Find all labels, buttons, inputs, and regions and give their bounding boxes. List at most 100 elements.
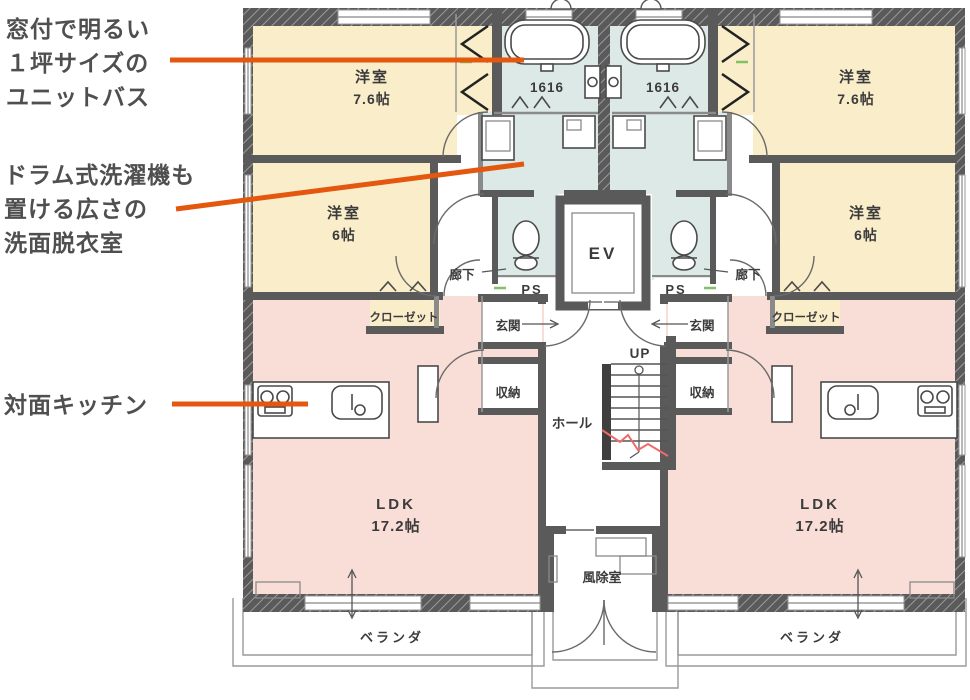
closet-door-left	[379, 280, 397, 292]
door-bedroom6-right	[773, 255, 815, 297]
room-bedroom76-right	[753, 14, 959, 159]
annotation-laundry-room: ドラム式洗濯機も 置ける広さの 洗面脱衣室	[4, 162, 196, 256]
entrance-left	[482, 296, 542, 348]
door-bedroom76-right	[721, 111, 768, 158]
door-arcs	[395, 111, 815, 653]
partition-left	[417, 365, 439, 423]
label-closet-right: クローゼット	[772, 310, 841, 324]
annotation-lines	[170, 57, 525, 407]
label-stairs-up: UP	[630, 346, 651, 361]
label-pipe-space-right: PS	[665, 282, 686, 297]
wall-left	[243, 8, 253, 612]
closet-fold-door-right	[721, 24, 751, 64]
door-ldk-right	[725, 349, 775, 399]
sink-right	[827, 385, 879, 420]
storage-right	[668, 360, 728, 412]
entrance-double-door-right	[603, 599, 657, 653]
closet-strip-left	[455, 14, 497, 115]
toilet-left	[512, 220, 540, 256]
label-ldk-left-size: 17.2帖	[371, 517, 420, 535]
label-entrance-left: 玄関	[495, 318, 520, 333]
entrance-double-door-left	[551, 599, 605, 653]
corridor-right	[728, 159, 773, 296]
wall-center-spine	[598, 8, 610, 200]
stairs	[601, 363, 669, 460]
toilet-right	[670, 220, 698, 256]
bath-counter-right	[605, 65, 622, 99]
label-ldk-left-name: LDK	[376, 496, 416, 513]
label-veranda-right: ベランダ	[780, 630, 844, 645]
bath-door-left	[511, 95, 529, 109]
porch-outer	[531, 610, 679, 689]
porch-inner	[552, 610, 658, 661]
washing-machine-right	[612, 115, 646, 149]
stair-break-line	[601, 429, 669, 457]
wall-right	[955, 8, 965, 612]
label-windbreak-room: 風除室	[582, 570, 621, 585]
label-bedroom76-right-name: 洋室	[839, 68, 873, 86]
label-bedroom6-right-name: 洋室	[849, 204, 883, 222]
veranda-right-outer	[665, 598, 967, 667]
veranda-left-outer	[232, 598, 545, 667]
annotation-unit-bath: 窓付で明るい １坪サイズの ユニットバス	[6, 16, 150, 110]
door-bedroom76-left	[442, 111, 489, 158]
bath-door-right	[659, 95, 677, 109]
label-ldk-right-size: 17.2帖	[795, 517, 844, 535]
entrance-right	[668, 296, 728, 348]
closet-strip-right	[713, 14, 755, 115]
door-ldk-left	[435, 349, 485, 399]
cabinet-left	[255, 581, 301, 599]
washbasin-right	[693, 115, 727, 161]
label-hall: ホール	[552, 416, 593, 431]
kitchen-counter-right	[820, 381, 958, 439]
bath-vent-left	[550, 0, 572, 10]
bath-vent-right	[640, 0, 662, 10]
label-entrance-right: 玄関	[689, 318, 714, 333]
closet-door-right	[783, 280, 801, 292]
room-bedroom76-left	[251, 14, 457, 159]
label-bedroom76-left-name: 洋室	[355, 68, 389, 86]
stair-start-mark	[634, 365, 644, 375]
label-bath-size-right: 1616	[646, 80, 680, 95]
room-labels: 洋室 7.6帖 洋室 7.6帖 1616 1616 洋室 6帖 洋室 6帖 廊下…	[327, 68, 883, 645]
door-entrance-right	[619, 299, 667, 347]
door-washroom-left	[433, 193, 485, 245]
label-closet-left: クローゼット	[370, 310, 439, 324]
label-storage-right: 収納	[689, 385, 714, 400]
washing-machine-left	[562, 115, 596, 149]
label-bedroom76-left-size: 7.6帖	[353, 91, 390, 107]
corridor-left	[437, 159, 482, 296]
label-bath-size-left: 1616	[530, 80, 564, 95]
shoe-box-1	[595, 537, 647, 557]
kitchen-counter-left	[252, 381, 390, 439]
veranda-outlines	[232, 598, 967, 689]
folding-door-marks	[379, 24, 831, 292]
annotation-counter-kitchen: 対面キッチン	[4, 392, 148, 418]
sink-left	[331, 385, 383, 420]
stove-right	[917, 385, 953, 417]
label-storage-left: 収納	[495, 385, 520, 400]
partition-right	[771, 365, 793, 423]
label-bedroom6-right-size: 6帖	[854, 227, 878, 243]
label-bedroom76-right-size: 7.6帖	[837, 91, 874, 107]
cabinet-right	[909, 581, 955, 599]
door-corridor-right	[729, 259, 767, 297]
washbasin-left	[481, 115, 515, 161]
room-bedroom6-left	[251, 159, 437, 296]
shoe-box-2	[619, 555, 657, 575]
closet-fold-door-left	[459, 24, 489, 64]
label-pipe-space-left: PS	[521, 282, 542, 297]
door-bedroom6-left	[395, 255, 437, 297]
elevator-shaft	[555, 195, 651, 311]
label-bedroom6-left-size: 6帖	[332, 227, 356, 243]
room-bedroom6-right	[773, 159, 959, 296]
storage-left	[482, 360, 542, 412]
bath-counter-left	[584, 65, 601, 99]
door-entrance-left	[543, 299, 591, 347]
leader-laundry	[175, 161, 525, 212]
fixtures	[252, 19, 958, 599]
label-corridor-left: 廊下	[449, 267, 475, 282]
door-washroom-right	[725, 193, 777, 245]
